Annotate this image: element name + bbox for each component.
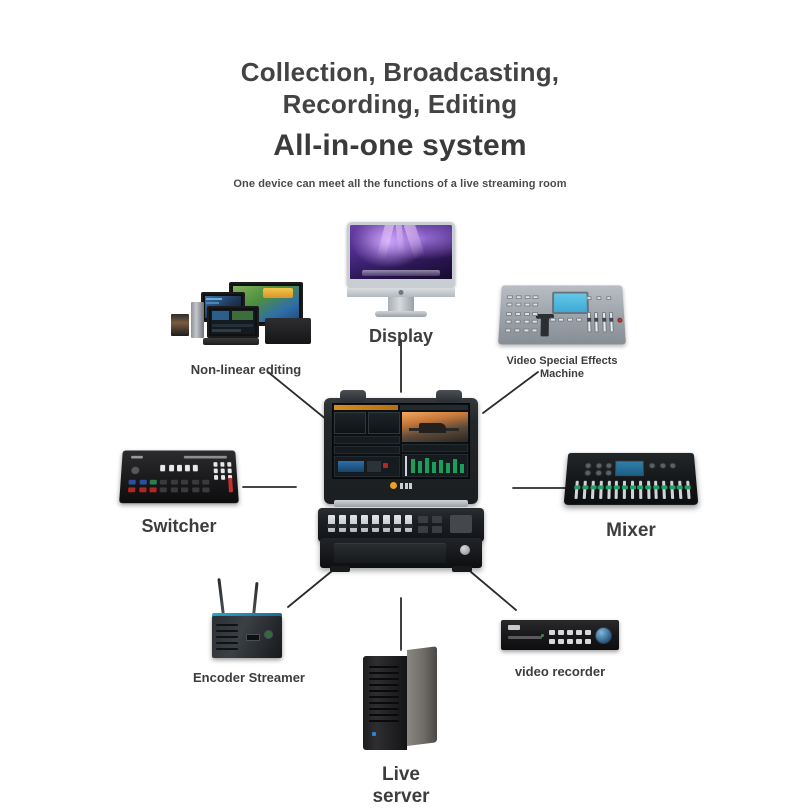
screen-timeline xyxy=(334,456,400,477)
switcher-art xyxy=(119,450,239,504)
subtitle: One device can meet all the functions of… xyxy=(233,178,567,190)
label-live-server: Live server xyxy=(372,764,430,808)
vse-lcd-screen xyxy=(552,292,590,314)
label-non-linear-editing: Non-linear editing xyxy=(190,362,302,377)
node-video-special-effects-machine[interactable]: Video Special Effects Machine xyxy=(498,283,626,381)
node-display[interactable]: Display xyxy=(341,222,461,347)
antenna-right xyxy=(252,582,259,617)
monitor-editing xyxy=(207,306,259,338)
video-recorder-art xyxy=(501,620,619,650)
title-line-2: Recording, Editing xyxy=(282,89,518,119)
label-encoder-streamer: Encoder Streamer xyxy=(193,670,305,685)
link-non-linear-editing xyxy=(267,371,328,421)
lid-hinge-left xyxy=(340,390,366,402)
screen-program-window xyxy=(402,412,468,442)
lid-hinge-right xyxy=(436,390,462,402)
all-in-one-workstation-art xyxy=(318,388,484,572)
encoder-body xyxy=(212,616,282,658)
node-mixer[interactable]: Mixer xyxy=(563,450,699,542)
pc-tower-silver xyxy=(191,302,204,338)
link-encoder-streamer xyxy=(287,570,333,608)
power-button[interactable] xyxy=(460,545,470,555)
monitor-neck xyxy=(388,297,414,311)
mixer-lcd-screen xyxy=(615,460,644,476)
encoder-port xyxy=(246,634,260,641)
header: Collection, Broadcasting, Recording, Edi… xyxy=(0,0,800,190)
label-video-special-effects-machine: Video Special Effects Machine xyxy=(506,355,618,380)
node-switcher[interactable]: Switcher xyxy=(119,448,239,537)
node-live-server[interactable]: Live server xyxy=(363,646,439,809)
video-special-effects-art xyxy=(498,285,626,345)
title-line-3: All-in-one system xyxy=(273,129,527,162)
screen-preview-1 xyxy=(334,412,366,434)
encoder-connector xyxy=(264,630,273,639)
screen-toolbar-left-2 xyxy=(334,446,400,454)
encoder-streamer-art xyxy=(200,578,296,666)
screen-status-bar xyxy=(334,405,398,410)
server-side-panel xyxy=(407,646,437,746)
node-video-recorder[interactable]: video recorder xyxy=(501,620,619,679)
server-status-led xyxy=(372,732,376,736)
screen-toolbar-left xyxy=(334,436,400,444)
recorder-model-text xyxy=(508,636,542,639)
node-non-linear-editing[interactable]: Non-linear editing xyxy=(171,280,316,377)
live-server-art xyxy=(363,646,439,754)
label-video-recorder: video recorder xyxy=(514,664,606,679)
title-line-1: Collection, Broadcasting, xyxy=(240,57,560,87)
node-all-in-one-workstation[interactable] xyxy=(318,388,484,572)
link-video-special-effects xyxy=(482,371,539,414)
recorder-logo xyxy=(508,625,520,630)
link-video-recorder xyxy=(470,571,517,611)
vse-record-button[interactable] xyxy=(616,317,623,323)
label-switcher: Switcher xyxy=(141,516,217,536)
workstation-base xyxy=(320,538,482,572)
switcher-t-bar[interactable] xyxy=(228,478,234,493)
brand-badge xyxy=(390,482,412,489)
non-linear-editing-art xyxy=(171,280,311,352)
recorder-jog-dial[interactable] xyxy=(595,627,612,644)
brand-mark-icon xyxy=(400,482,412,489)
monitor-panel xyxy=(347,222,455,288)
pc-tower-black xyxy=(265,318,311,344)
apple-logo-icon xyxy=(398,290,404,295)
screen-toolbar-right xyxy=(402,444,468,452)
mixer-art xyxy=(563,452,699,505)
workstation-screen xyxy=(332,403,470,479)
base-bay xyxy=(334,543,446,563)
monitor-foot xyxy=(375,311,427,317)
screen-top-row xyxy=(400,405,468,410)
screen-audio-meters xyxy=(402,454,468,477)
node-encoder-streamer[interactable]: Encoder Streamer xyxy=(190,578,308,685)
external-device xyxy=(171,314,189,336)
monitor-chin xyxy=(347,288,455,297)
brand-dot-icon xyxy=(390,482,397,489)
keyboard xyxy=(203,338,259,345)
server-front-panel xyxy=(363,656,407,750)
control-surface[interactable] xyxy=(318,508,484,542)
screen-preview-2 xyxy=(368,412,400,434)
display-art xyxy=(341,222,461,317)
label-display: Display xyxy=(368,326,434,346)
desktop-dock xyxy=(362,270,440,276)
lid-bottom-strip xyxy=(334,500,468,507)
label-mixer: Mixer xyxy=(606,520,656,541)
